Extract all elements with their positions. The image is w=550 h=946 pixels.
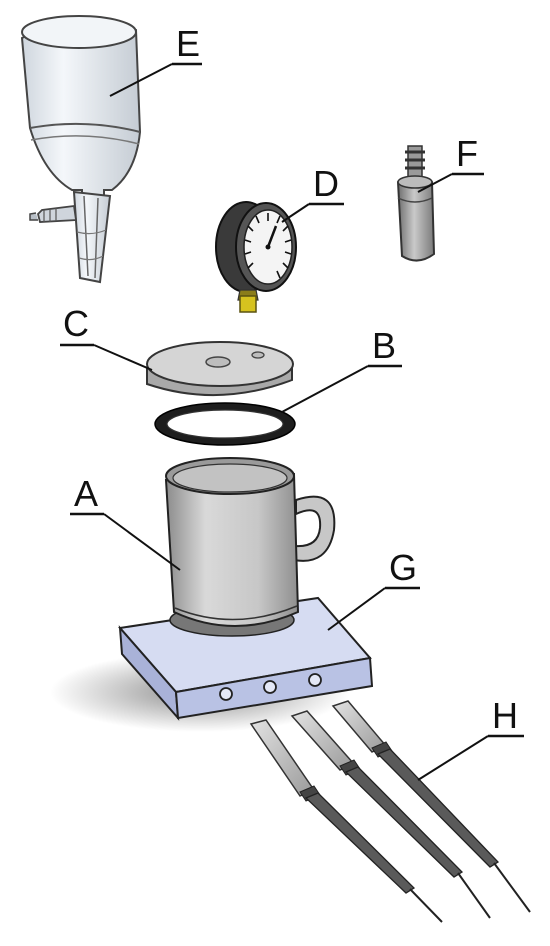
callout-e: E	[109, 23, 202, 97]
label-e: E	[176, 23, 200, 64]
fitting-part-f	[396, 145, 436, 262]
pressure-gauge-part-d	[215, 201, 297, 313]
lid-part-c	[146, 341, 294, 397]
callout-f: F	[417, 133, 484, 193]
heater-rod-3	[331, 700, 531, 913]
heater-rod-1	[249, 719, 443, 923]
label-d: D	[313, 163, 339, 204]
vessel-part-a	[164, 457, 336, 637]
heater-rod-2	[290, 710, 491, 919]
heater-rods-part-h	[249, 700, 531, 923]
label-g: G	[389, 547, 417, 588]
label-h: H	[492, 695, 518, 736]
label-a: A	[74, 473, 98, 514]
callout-h: H	[417, 695, 524, 781]
callout-b: B	[281, 325, 402, 413]
label-f: F	[456, 133, 478, 174]
label-c: C	[63, 303, 89, 344]
funnel-part-e	[20, 15, 142, 284]
label-b: B	[372, 325, 396, 366]
callout-a: A	[70, 473, 181, 571]
callout-g: G	[327, 547, 420, 631]
callout-d: D	[281, 163, 344, 223]
callout-c: C	[60, 303, 153, 371]
gasket-part-b	[154, 402, 296, 446]
